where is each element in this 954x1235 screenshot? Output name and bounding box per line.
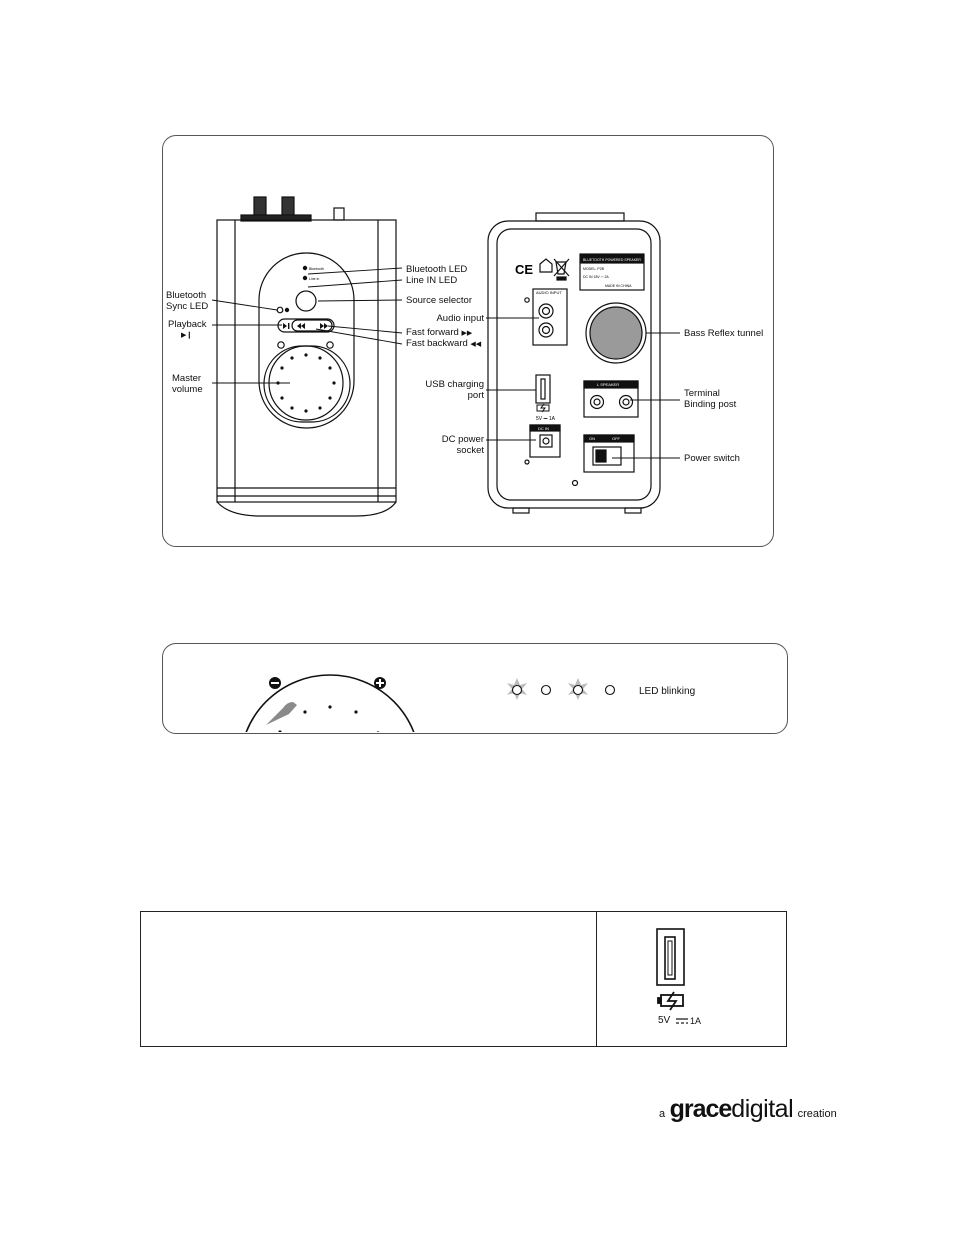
logo-brand-bold: grace — [669, 1095, 733, 1123]
rating-line3: DC IN 18V ⎓ 2A — [583, 275, 609, 279]
table-divider — [596, 912, 597, 1046]
volume-plus-icon — [374, 677, 386, 689]
usb-charge-icon-small — [536, 403, 550, 413]
playback-label: Playback — [168, 319, 207, 330]
fast-backward-icon: ◀◀ — [470, 341, 482, 348]
speaker-plate-text: L SPEAKER — [597, 382, 619, 387]
terminal-binding-post-label: Terminal Binding post — [684, 388, 737, 410]
led-text-bluetooth: Bluetooth — [309, 267, 324, 271]
usb-rating-small: 5V ⎓ 1A — [536, 416, 556, 422]
logo-prefix: a — [659, 1108, 666, 1120]
led-blinking-label: LED blinking — [639, 686, 696, 697]
speaker-diagram-panel — [162, 135, 774, 547]
usb-charging-port-label: USB charging port — [425, 379, 484, 401]
usb-rating-current: 1A — [690, 1016, 702, 1026]
led-text-line-in: Line in — [309, 277, 319, 281]
volume-minus-icon — [269, 677, 281, 689]
fast-forward-icon: ▶▶ — [461, 330, 473, 337]
rating-line4: MADE IN CHINA — [605, 284, 632, 288]
logo-suffix: creation — [797, 1108, 837, 1120]
dc-power-socket-label: DC power socket — [441, 434, 484, 456]
led-blinking-1 — [507, 678, 527, 700]
bluetooth-led-label: Bluetooth LED — [406, 264, 468, 275]
volume-knob-dots — [276, 353, 336, 413]
knob-closeup — [239, 674, 421, 732]
bass-reflex-tunnel-label: Bass Reflex tunnel — [684, 328, 764, 339]
logo-brand-light: digital — [731, 1095, 794, 1123]
source-selector-label: Source selector — [406, 295, 473, 306]
audio-input-label: Audio input — [436, 313, 484, 324]
fast-forward-label: Fast forward ▶▶ — [406, 327, 473, 338]
audio-input-plate-text: AUDIO INPUT — [536, 290, 562, 295]
led-blinking-2 — [568, 678, 588, 700]
led-off-2 — [604, 684, 616, 696]
switch-on-text: ON — [589, 436, 595, 441]
usb-info-table — [140, 911, 787, 1047]
transport-icons — [283, 323, 328, 329]
led-blinking-panel — [162, 643, 788, 734]
line-in-led-label: Line IN LED — [406, 275, 458, 286]
fast-backward-label: Fast backward ◀◀ — [406, 338, 482, 349]
master-volume-label: Master volume — [172, 373, 203, 395]
playback-icon: ▶❙ — [181, 332, 193, 339]
usb-charge-icon — [657, 991, 684, 1011]
dc-symbol-icon — [676, 1018, 688, 1024]
back-leader-lines — [486, 317, 680, 459]
usb-port-large — [656, 928, 685, 986]
switch-off-text: OFF — [612, 436, 621, 441]
back-speaker — [487, 212, 661, 514]
usb-rating-voltage: 5V — [658, 1015, 671, 1026]
rating-line2: MODEL: P2B — [583, 267, 605, 271]
dc-plate-text: DC IN — [538, 426, 549, 431]
grace-digital-logo: a gracedigital creation — [659, 1095, 837, 1124]
led-off-1 — [540, 684, 552, 696]
front-speaker — [216, 196, 397, 517]
front-leader-lines — [211, 267, 403, 384]
ce-mark: CE — [515, 262, 533, 277]
rating-line1: BLUETOOTH POWERED SPEAKER — [583, 258, 641, 262]
power-switch-label: Power switch — [684, 453, 740, 464]
bluetooth-sync-led-label: Bluetooth Sync LED — [166, 290, 209, 312]
